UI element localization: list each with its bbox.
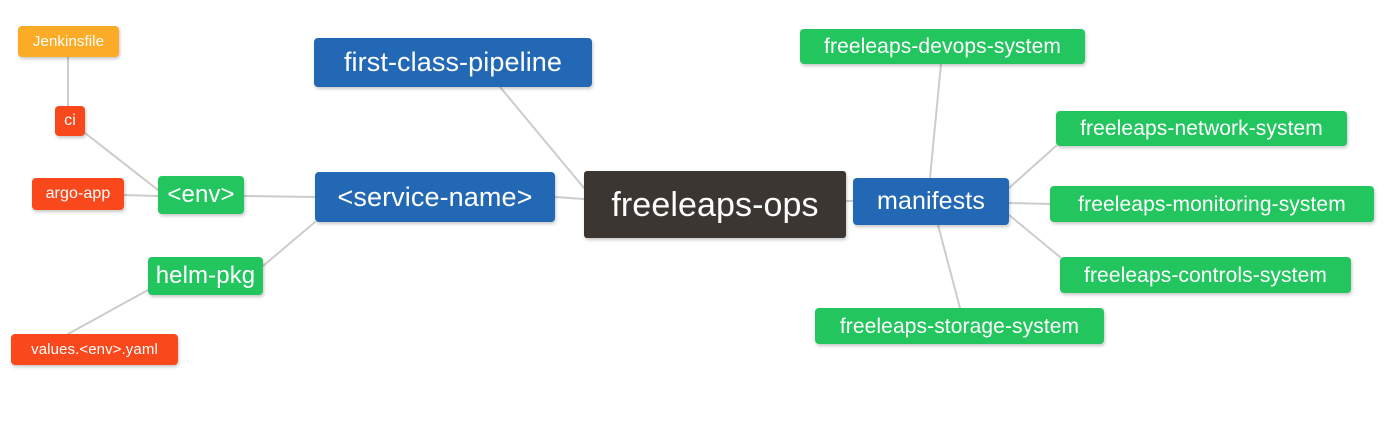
- node-label: argo-app: [45, 185, 111, 202]
- node-label: freeleaps-storage-system: [839, 314, 1080, 338]
- edge-manifests-to-freeleaps-devops-system: [929, 63, 942, 179]
- node-values-env-yaml[interactable]: values.<env>.yaml: [11, 334, 178, 365]
- edge-manifests-to-freeleaps-network-system: [1008, 145, 1057, 189]
- node-label: freeleaps-devops-system: [824, 35, 1061, 58]
- node-ci[interactable]: ci: [55, 106, 85, 136]
- edge-manifests-to-freeleaps-storage-system: [937, 224, 961, 309]
- edge-freeleaps-ops-to-service-name: [554, 196, 585, 200]
- node-label: manifests: [877, 187, 985, 215]
- edge-service-name-to-helm-pkg: [262, 221, 316, 267]
- node-freeleaps-ops[interactable]: freeleaps-ops: [584, 171, 846, 238]
- node-freeleaps-devops-system[interactable]: freeleaps-devops-system: [800, 29, 1085, 64]
- node-argo-app[interactable]: argo-app: [32, 178, 124, 210]
- node-label: values.<env>.yaml: [31, 341, 158, 358]
- node-label: freeleaps-monitoring-system: [1078, 192, 1346, 216]
- node-freeleaps-controls-system[interactable]: freeleaps-controls-system: [1060, 257, 1351, 293]
- node-freeleaps-network-system[interactable]: freeleaps-network-system: [1056, 111, 1347, 146]
- node-label: freeleaps-network-system: [1080, 117, 1323, 140]
- node-label: ci: [64, 112, 76, 129]
- edge-env-to-argo-app: [123, 194, 159, 197]
- node-label: <env>: [167, 181, 235, 208]
- node-manifests[interactable]: manifests: [853, 178, 1009, 225]
- node-label: freeleaps-controls-system: [1084, 263, 1327, 287]
- node-freeleaps-storage-system[interactable]: freeleaps-storage-system: [815, 308, 1104, 344]
- node-label: helm-pkg: [155, 262, 256, 289]
- node-jenkinsfile[interactable]: Jenkinsfile: [18, 26, 119, 57]
- edge-manifests-to-freeleaps-monitoring-system: [1008, 202, 1051, 205]
- edge-service-name-to-env: [243, 195, 316, 198]
- node-first-class-pipeline[interactable]: first-class-pipeline: [314, 38, 592, 87]
- node-service-name[interactable]: <service-name>: [315, 172, 555, 222]
- node-helm-pkg[interactable]: helm-pkg: [148, 257, 263, 295]
- node-freeleaps-monitoring-system[interactable]: freeleaps-monitoring-system: [1050, 186, 1374, 222]
- node-label: freeleaps-ops: [611, 185, 819, 224]
- edge-helm-pkg-to-values-env-yaml: [67, 289, 149, 335]
- node-label: <service-name>: [337, 181, 533, 212]
- node-label: Jenkinsfile: [32, 33, 105, 50]
- node-label: first-class-pipeline: [343, 47, 563, 77]
- node-env[interactable]: <env>: [158, 176, 244, 214]
